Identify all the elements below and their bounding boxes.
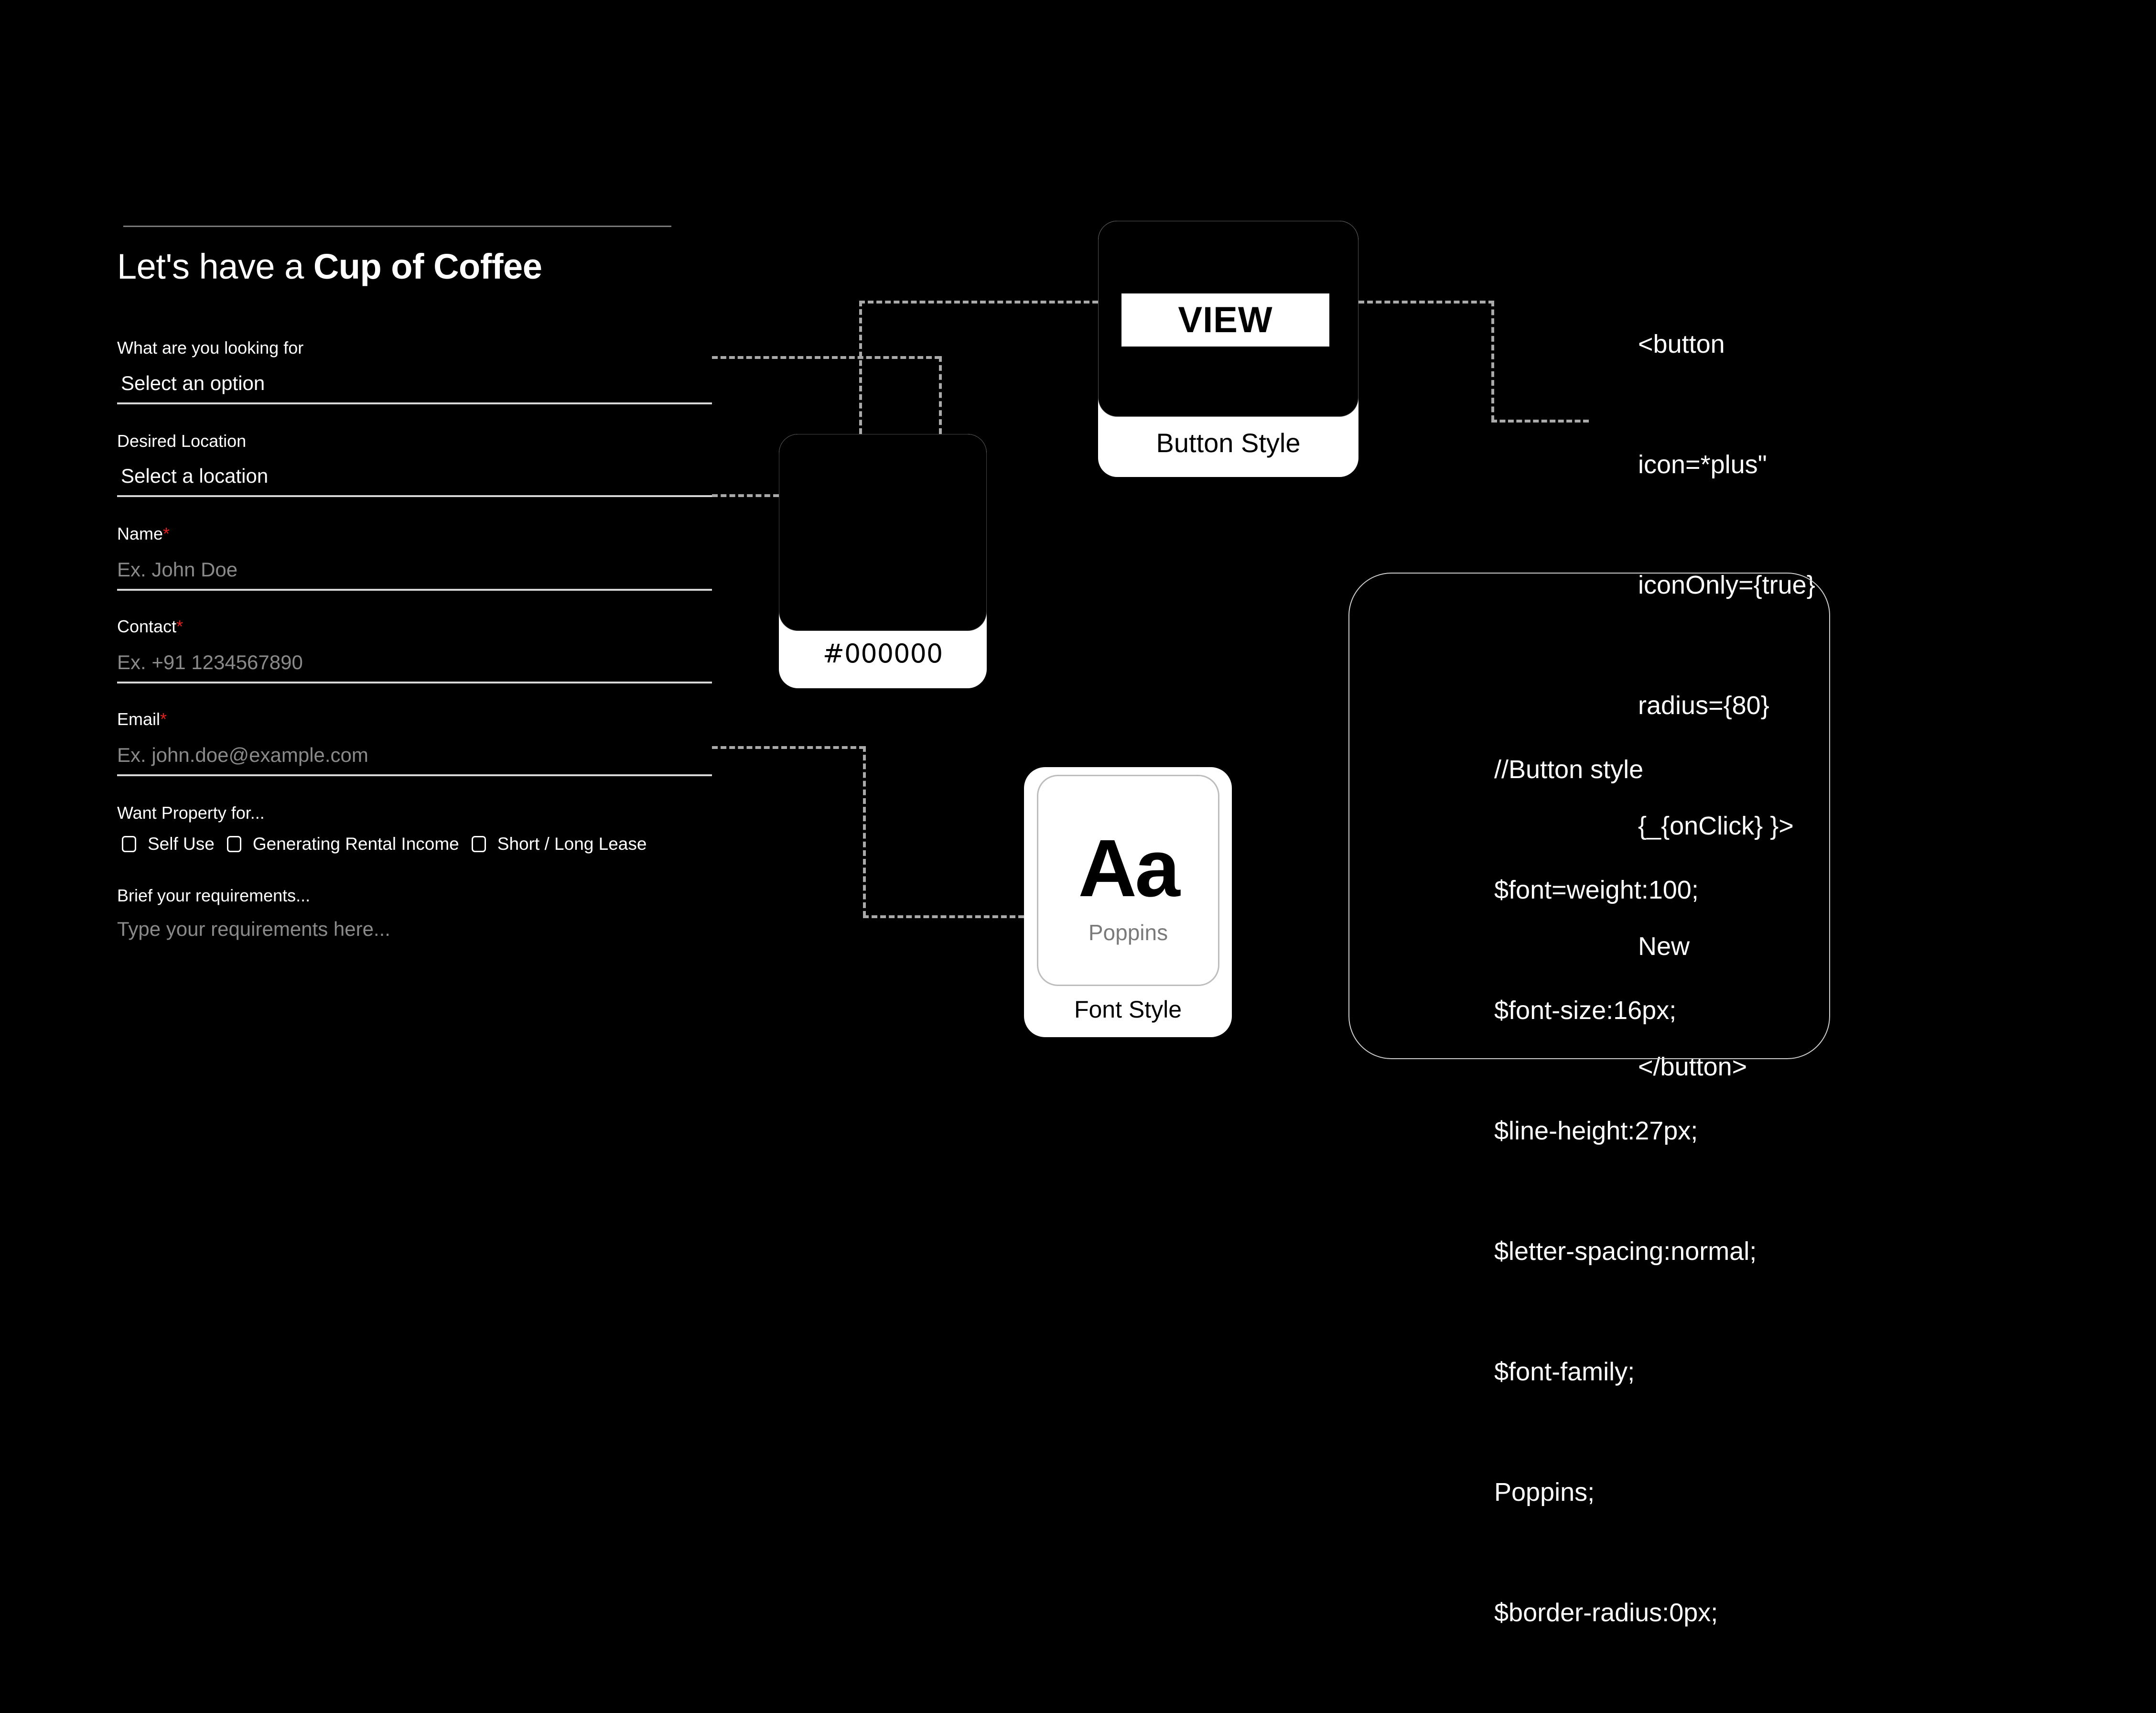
name-label-text: Name	[117, 524, 163, 543]
checkbox-self-use[interactable]	[122, 836, 136, 852]
desired-location-select[interactable]: Select a location	[117, 457, 712, 497]
button-code-snippet: <button icon=*plus" iconOnly={true} radi…	[1638, 244, 1815, 1127]
style-line: $font-family;	[1494, 1357, 1635, 1386]
code-line: icon=*plus"	[1638, 450, 1767, 479]
requirements-placeholder: Type your requirements here...	[117, 918, 390, 940]
required-asterisk: *	[163, 524, 170, 543]
desired-location-select-value: Select a location	[121, 465, 269, 487]
looking-for-select-value: Select an option	[121, 372, 265, 394]
code-line: <button	[1638, 330, 1725, 358]
font-sample-glyphs: Aa	[1078, 823, 1180, 914]
name-input-placeholder: Ex. John Doe	[117, 558, 238, 581]
color-swatch	[779, 434, 987, 631]
checkbox-label-rental-income: Generating Rental Income	[252, 834, 459, 854]
required-asterisk: *	[176, 617, 183, 636]
email-input[interactable]: Ex. john.doe@example.com	[117, 736, 712, 776]
font-style-card: Aa Poppins Font Style	[1024, 767, 1232, 1037]
code-line: {_{onClick} }>	[1638, 812, 1794, 840]
field-label-desired-location: Desired Location	[117, 431, 247, 451]
button-style-caption: Button Style	[1156, 428, 1301, 458]
checkbox-label-self-use: Self Use	[148, 834, 215, 854]
contact-input[interactable]: Ex. +91 1234567890	[117, 643, 712, 683]
connector-button-to-code-h2	[1491, 420, 1589, 423]
style-line: $font=weight:100;	[1494, 876, 1699, 904]
checkbox-lease[interactable]	[471, 836, 486, 852]
code-line: New	[1638, 932, 1690, 961]
form-title-regular: Let's have a	[117, 247, 313, 286]
property-options: Self Use Generating Rental Income Short …	[122, 834, 659, 854]
field-label-contact: Contact*	[117, 617, 183, 637]
contact-label-text: Contact	[117, 617, 177, 636]
font-style-caption: Font Style	[1074, 996, 1182, 1023]
view-button[interactable]: VIEW	[1121, 293, 1329, 347]
connector-email-to-font-h1	[712, 746, 865, 749]
code-line: </button>	[1638, 1052, 1747, 1081]
field-label-name: Name*	[117, 524, 170, 544]
form-top-border	[123, 226, 671, 227]
style-code-card: //Button style $font=weight:100; $font-s…	[1348, 573, 1830, 1627]
connector-select-to-swatch-v	[939, 356, 942, 434]
font-preview: Aa Poppins	[1037, 775, 1219, 986]
style-line: Poppins;	[1494, 1478, 1595, 1507]
button-style-card: VIEW Button Style	[1098, 221, 1358, 477]
code-line: radius={80}	[1638, 691, 1769, 720]
color-swatch-card: #000000	[779, 434, 987, 688]
form-title-bold: Cup of Coffee	[313, 247, 542, 286]
style-line: $letter-spacing:normal;	[1494, 1237, 1757, 1266]
button-preview-area: VIEW	[1098, 221, 1358, 417]
requirements-label: Brief your requirements...	[117, 886, 311, 905]
form-title: Let's have a Cup of Coffee	[117, 246, 542, 287]
style-line: $line-height:27px;	[1494, 1117, 1698, 1145]
connector-location-to-swatch	[712, 494, 779, 497]
connector-email-to-font-h2	[863, 915, 1024, 918]
style-line: //Button style	[1494, 755, 1644, 784]
email-label-text: Email	[117, 709, 161, 729]
connector-button-to-code-h1	[1358, 301, 1494, 304]
connector-button-to-code-v	[1491, 301, 1494, 421]
field-label-email: Email*	[117, 709, 167, 729]
checkbox-rental-income[interactable]	[226, 836, 241, 852]
required-asterisk: *	[160, 709, 167, 729]
connector-email-to-font-v	[863, 746, 866, 917]
style-line: $font-size:16px;	[1494, 996, 1677, 1025]
looking-for-select[interactable]: Select an option	[117, 364, 712, 404]
code-line: iconOnly={true}	[1638, 571, 1815, 599]
font-name: Poppins	[1088, 920, 1168, 945]
style-code-block: //Button style $font=weight:100; $font-s…	[1494, 669, 1757, 1713]
contact-input-placeholder: Ex. +91 1234567890	[117, 651, 303, 673]
connector-swatch-to-button-h	[859, 301, 1098, 304]
color-swatch-hex: #000000	[822, 639, 943, 669]
field-label-looking-for: What are you looking for	[117, 338, 304, 358]
email-input-placeholder: Ex. john.doe@example.com	[117, 744, 368, 766]
checkbox-label-lease: Short / Long Lease	[497, 834, 647, 854]
connector-swatch-to-button-v	[859, 301, 862, 434]
property-question-label: Want Property for...	[117, 803, 265, 823]
style-line: $border-radius:0px;	[1494, 1598, 1718, 1627]
connector-select-to-swatch-h	[712, 356, 940, 359]
requirements-textarea[interactable]: Type your requirements here...	[117, 918, 390, 941]
name-input[interactable]: Ex. John Doe	[117, 551, 712, 591]
